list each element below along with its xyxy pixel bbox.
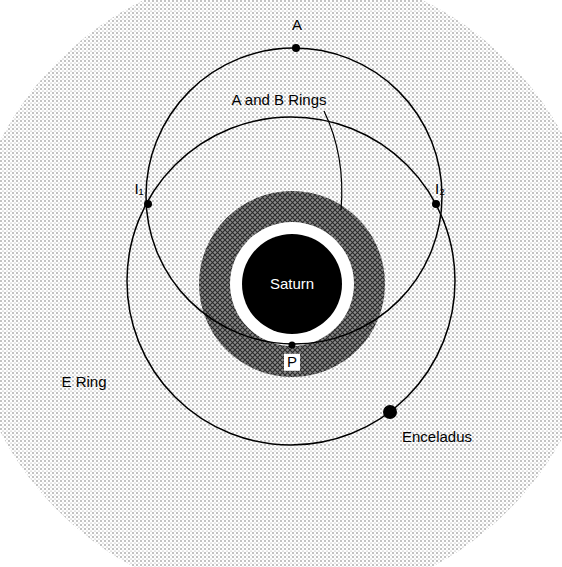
- intersection-dot: [432, 200, 440, 208]
- enceladus-orbit: [127, 117, 455, 445]
- planet-label: Saturn: [270, 276, 314, 293]
- point-label: A and B Rings: [231, 92, 326, 109]
- intersection-dot: [144, 200, 152, 208]
- region-label: E Ring: [61, 374, 106, 391]
- point-dot: [292, 44, 300, 52]
- point-dot: [289, 342, 296, 349]
- point-label: I₁: [134, 181, 143, 198]
- point-label: P: [284, 354, 300, 371]
- ring-gap: [230, 222, 354, 346]
- leader-line: [324, 111, 342, 210]
- point-label: I₂: [435, 181, 445, 198]
- orbit-circle: [146, 48, 442, 344]
- enceladus-moon: [383, 405, 397, 419]
- planet-disk: Saturn: [242, 234, 342, 334]
- point-label: Enceladus: [402, 429, 472, 446]
- point-label: A: [292, 17, 302, 34]
- a-b-rings-band: [199, 191, 385, 377]
